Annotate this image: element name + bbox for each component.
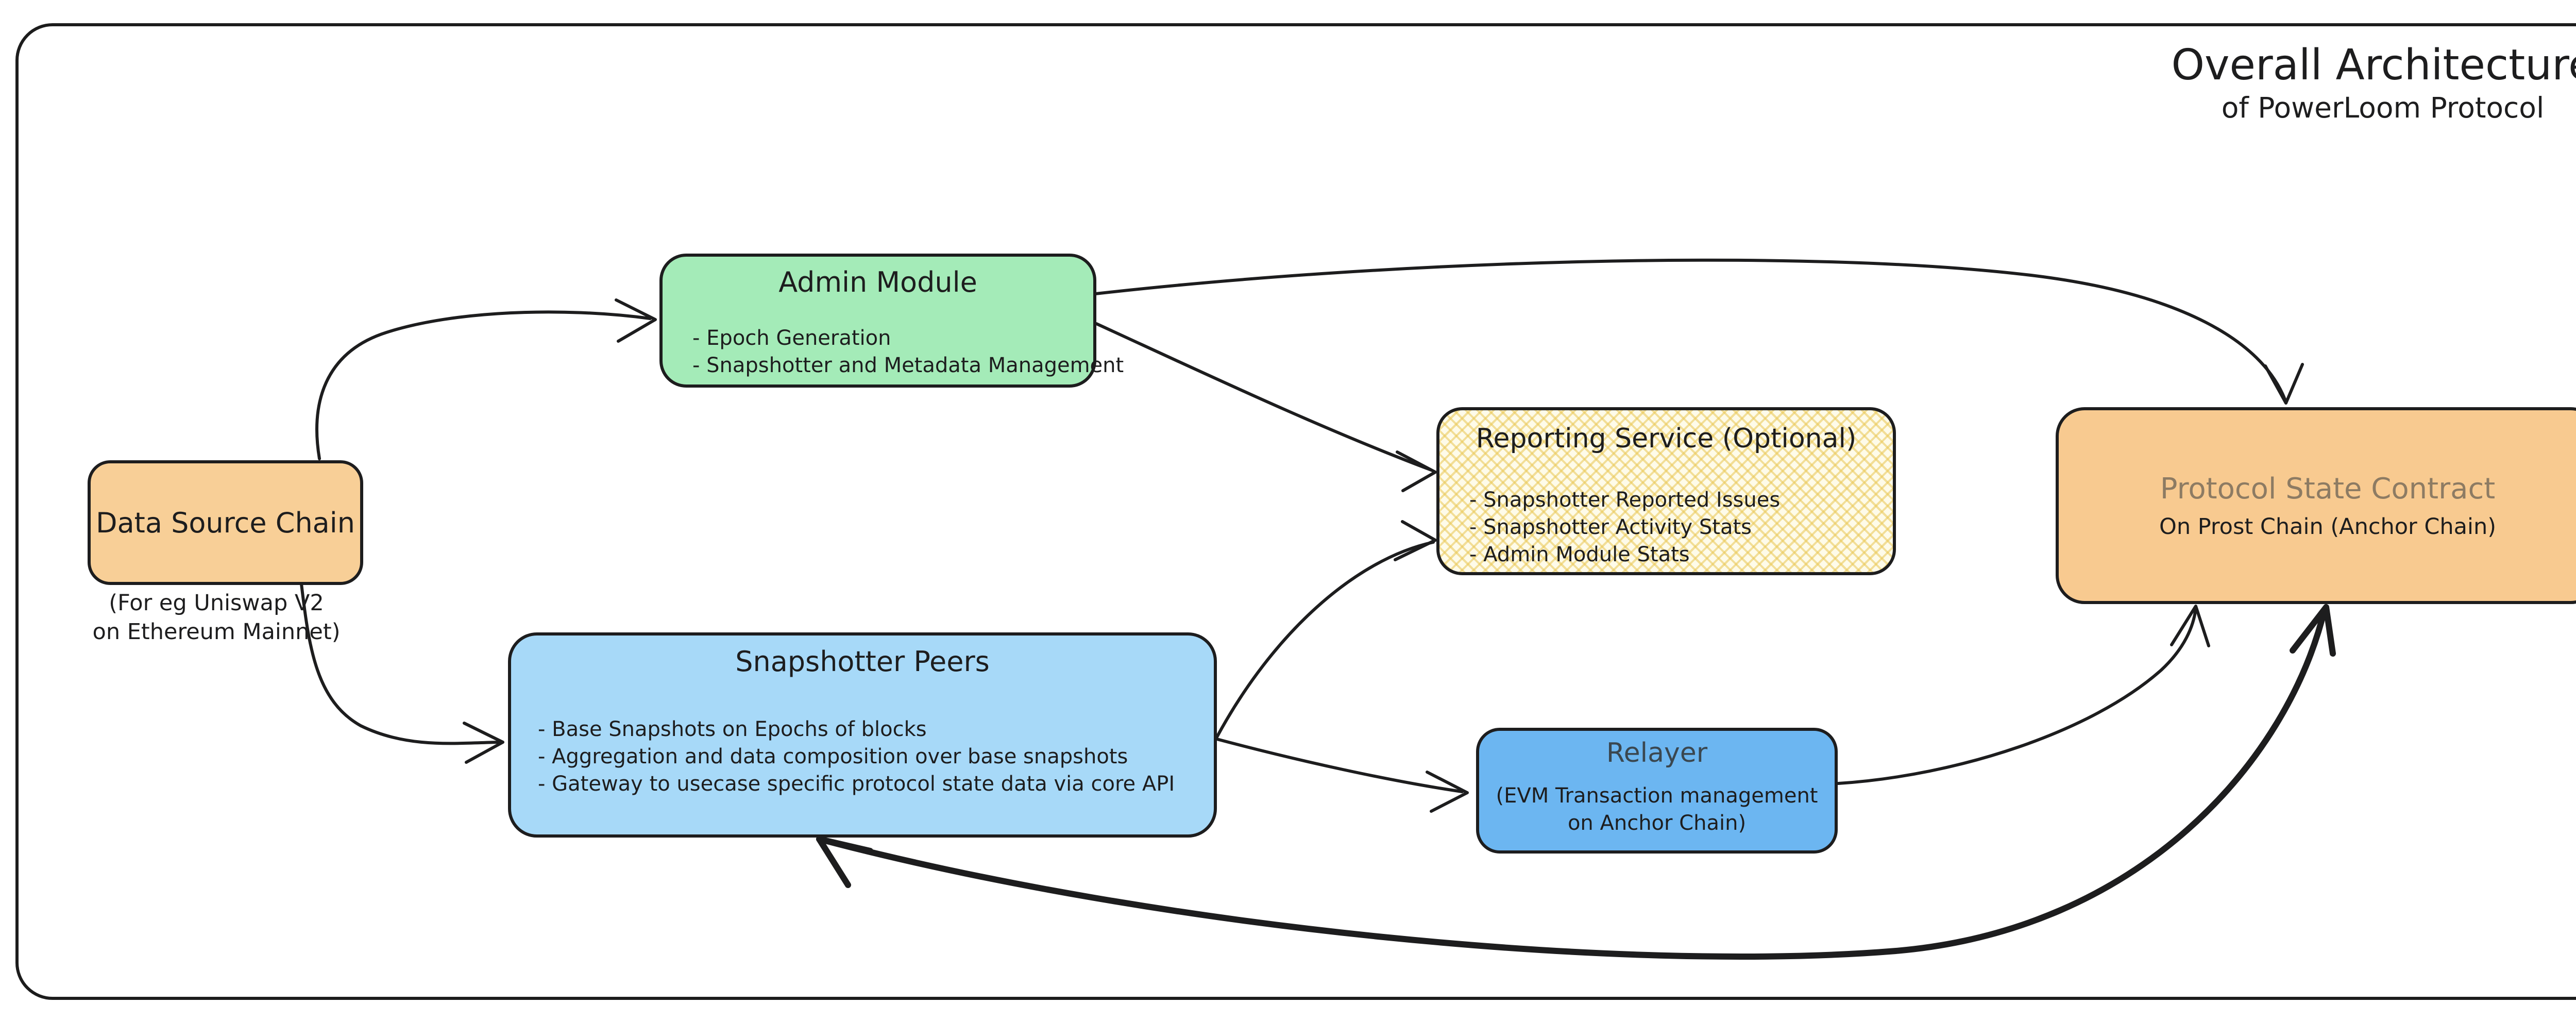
bullet-list: - Snapshotter Reported Issues - Snapshot… (1439, 487, 1893, 568)
node-title: Relayer (1606, 738, 1708, 768)
node-title: Admin Module (778, 266, 977, 298)
canvas-border (15, 23, 2576, 1000)
node-admin-module: Admin Module - Epoch Generation - Snapsh… (659, 254, 1124, 388)
node-title: Data Source Chain (96, 506, 355, 539)
bullet-item: - Admin Module Stats (1469, 543, 1690, 566)
arrow-snapshotter-peers-to-relayer (1215, 738, 1469, 813)
node-snapshotter-peers: Snapshotter Peers - Base Snapshots on Ep… (508, 632, 1217, 838)
page-title: Overall Architecture of PowerLoom Protoc… (2138, 40, 2576, 125)
bullet-item: - Aggregation and data composition over … (538, 745, 1128, 768)
arrow-protocol-state-contract-snapshotter-peers-bidirectional (816, 604, 2336, 960)
arrow-data-source-chain-to-snapshotter-peers (300, 582, 504, 764)
bullet-item: - Epoch Generation (692, 326, 891, 350)
arrow-snapshotter-peers-to-reporting-service (1215, 520, 1437, 739)
subtext-line: on Anchor Chain) (1567, 811, 1747, 835)
node-title: Reporting Service (Optional) (1476, 423, 1857, 454)
node-title: Protocol State Contract (2160, 472, 2496, 506)
node-data-source-chain: Data Source Chain (88, 460, 363, 585)
node-protocol-state-contract: Protocol State Contract On Prost Chain (… (2056, 407, 2576, 604)
bullet-item: - Snapshotter Activity Stats (1469, 515, 1752, 539)
bullet-item: - Snapshotter Reported Issues (1469, 488, 1781, 512)
caption-line: on Ethereum Mainnet) (92, 619, 341, 645)
bullet-item: - Snapshotter and Metadata Management (692, 354, 1124, 377)
caption-line: (For eg Uniswap V2 (109, 590, 324, 616)
bullet-list: - Base Snapshots on Epochs of blocks - A… (511, 716, 1214, 798)
arrow-admin-module-to-reporting-service (1095, 322, 1437, 492)
relayer-subtext: (EVM Transaction management on Anchor Ch… (1479, 782, 1835, 837)
node-title: Snapshotter Peers (735, 645, 990, 678)
node-subtitle: On Prost Chain (Anchor Chain) (2159, 513, 2496, 540)
bullet-item: - Base Snapshots on Epochs of blocks (538, 717, 927, 741)
node-reporting-service: Reporting Service (Optional) - Snapshott… (1436, 407, 1896, 575)
page-title-line2: of PowerLoom Protocol (2221, 91, 2545, 124)
arrow-admin-module-to-protocol-state-contract (1094, 258, 2304, 405)
arrow-data-source-chain-to-admin-module (315, 298, 657, 460)
node-relayer: Relayer (EVM Transaction management on A… (1476, 728, 1838, 854)
bullet-item: - Gateway to usecase specific protocol s… (538, 772, 1175, 796)
bullet-list: - Epoch Generation - Snapshotter and Met… (663, 325, 1124, 379)
subtext-line: (EVM Transaction management (1496, 784, 1818, 808)
page-title-line1: Overall Architecture (2171, 41, 2576, 90)
arrow-relayer-to-protocol-state-contract (1837, 605, 2210, 785)
data-source-chain-caption: (For eg Uniswap V2 on Ethereum Mainnet) (59, 589, 374, 646)
